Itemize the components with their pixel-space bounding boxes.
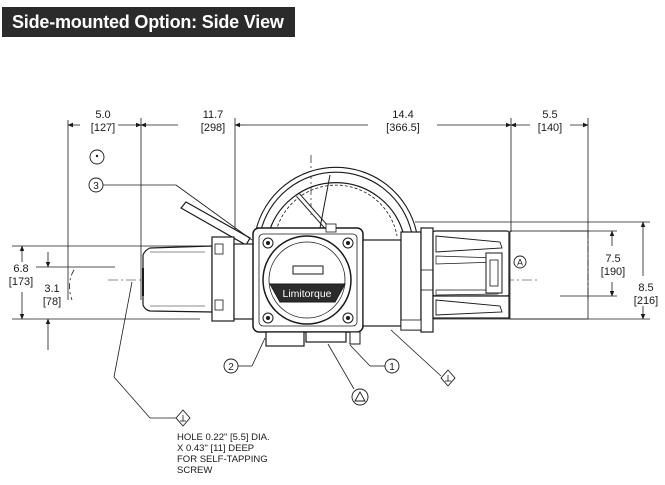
declutch-lever [180,201,251,246]
dim-8-5-mm: [216] [634,295,658,307]
dim-11-7-mm: [298] [201,122,225,134]
section-title-bar: Side-mounted Option: Side View [2,7,295,37]
dim-5-5-mm: [140] [538,122,562,134]
actuator-housing [252,223,392,347]
callout-1 [349,344,400,374]
left-dimension-lines [19,245,51,350]
nameplate-text: Limitorque [282,288,331,300]
hole-note-line-3: FOR SELF-TAPPING [177,454,268,465]
datum-triangle-symbol [327,343,369,406]
right-dimension-lines [609,221,646,320]
dim-8-5-in: 8.5 [638,282,653,294]
dim-14-4-in: 14.4 [392,109,413,121]
mounting-symbol-left [113,281,191,427]
dim-6-8-in: 6.8 [13,263,28,275]
motor-body [142,236,259,322]
hole-note-line-1: HOLE 0.22" [5.5] DIA. [177,432,270,443]
dim-5-5-in: 5.5 [542,109,557,121]
callout-2 [223,337,266,374]
dim-5-0-mm: [127] [91,122,115,134]
callout-a-label: A [517,258,523,268]
dim-14-4-mm: [366.5] [386,122,420,134]
dim-3-1-mm: [78] [43,296,61,308]
output-gearbox [362,227,589,333]
callout-a [513,255,527,269]
dim-6-8-mm: [173] [9,276,33,288]
hole-note-line-2: X 0.43" [11] DEEP [177,443,254,454]
callout-1-label: 1 [389,362,395,373]
callout-3-label: 3 [93,181,99,192]
dim-7-5-mm: [190] [601,266,625,278]
dim-7-5-in: 7.5 [605,253,620,265]
hole-note-line-4: SCREW [177,465,212,476]
callout-3 [88,177,253,241]
extension-lines [12,118,650,320]
section-title: Side-mounted Option: Side View [12,11,284,32]
dim-3-1-in: 3.1 [44,283,59,295]
dim-5-0-in: 5.0 [95,109,110,121]
dim-11-7-in: 11.7 [203,109,224,121]
mounting-symbol-right [390,329,456,387]
callout-2-label: 2 [228,362,234,373]
reference-mark [89,149,105,165]
